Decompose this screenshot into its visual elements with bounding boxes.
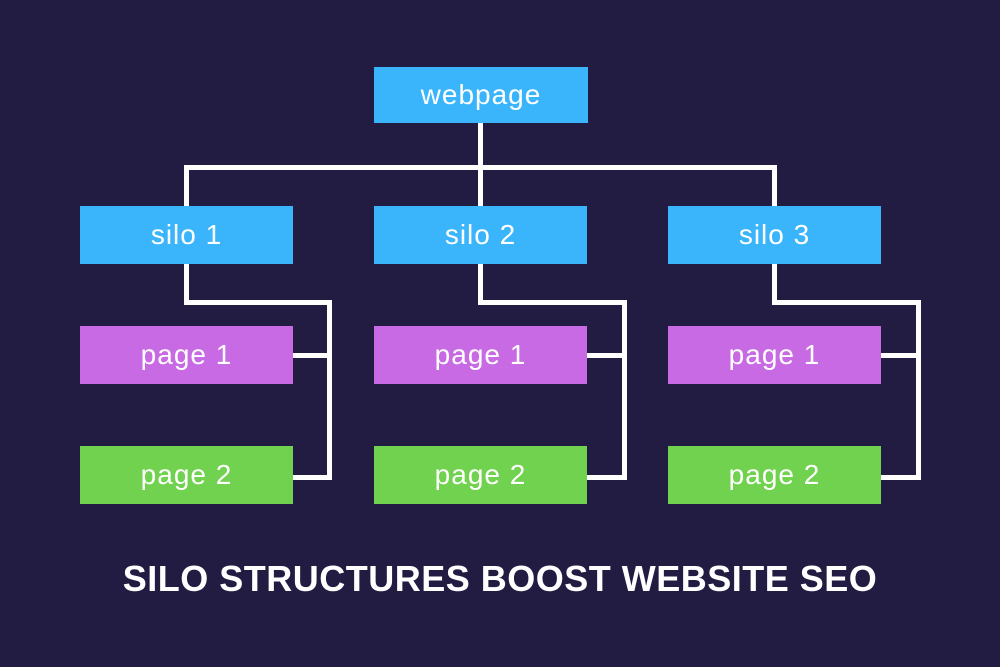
connector-silo2-spine: [622, 300, 627, 480]
silo-1-label: silo 1: [150, 219, 223, 250]
silo-1-page-1-label: page 1: [140, 339, 233, 370]
connector-drop-silo-3: [772, 165, 777, 210]
silo-2-page-2-label: page 2: [434, 459, 527, 490]
silo-2-page-1-label: page 1: [434, 339, 527, 370]
webpage-node: webpage: [374, 67, 588, 123]
silo-1-node: silo 1: [80, 206, 293, 264]
connector-silo2-drop: [478, 264, 483, 305]
connector-silo1-drop: [184, 264, 189, 305]
silo-1-page-2-node: page 2: [80, 446, 293, 504]
connector-drop-silo-1: [184, 165, 189, 210]
silo-3-node: silo 3: [668, 206, 881, 264]
connector-silo2-page1: [587, 353, 627, 358]
connector-drop-silo-2: [478, 165, 483, 210]
connector-silo1-spine: [327, 300, 332, 480]
connector-silo3-page1: [881, 353, 921, 358]
connector-silo3-spine: [916, 300, 921, 480]
connector-silo1-page2: [293, 475, 332, 480]
silo-3-page-1-node: page 1: [668, 326, 881, 384]
silo-3-page-2-label: page 2: [728, 459, 821, 490]
silo-2-page-1-node: page 1: [374, 326, 587, 384]
silo-3-page-1-label: page 1: [728, 339, 821, 370]
connector-silo3-page2: [881, 475, 921, 480]
silo-2-page-2-node: page 2: [374, 446, 587, 504]
silo-1-page-1-node: page 1: [80, 326, 293, 384]
webpage-node-label: webpage: [420, 79, 542, 110]
connector-silo2-page2: [587, 475, 627, 480]
silo-1-page-2-label: page 2: [140, 459, 233, 490]
connector-silo2-elbow: [478, 300, 627, 305]
connector-silo3-elbow: [772, 300, 921, 305]
connector-root-drop: [478, 123, 483, 170]
silo-2-label: silo 2: [444, 219, 517, 250]
connector-silo1-elbow: [184, 300, 332, 305]
silo-3-page-2-node: page 2: [668, 446, 881, 504]
diagram-title: SILO STRUCTURES BOOST WEBSITE SEO: [122, 558, 878, 599]
silo-2-node: silo 2: [374, 206, 587, 264]
connector-silo1-page1: [293, 353, 332, 358]
silo-3-label: silo 3: [738, 219, 811, 250]
connector-silo3-drop: [772, 264, 777, 305]
